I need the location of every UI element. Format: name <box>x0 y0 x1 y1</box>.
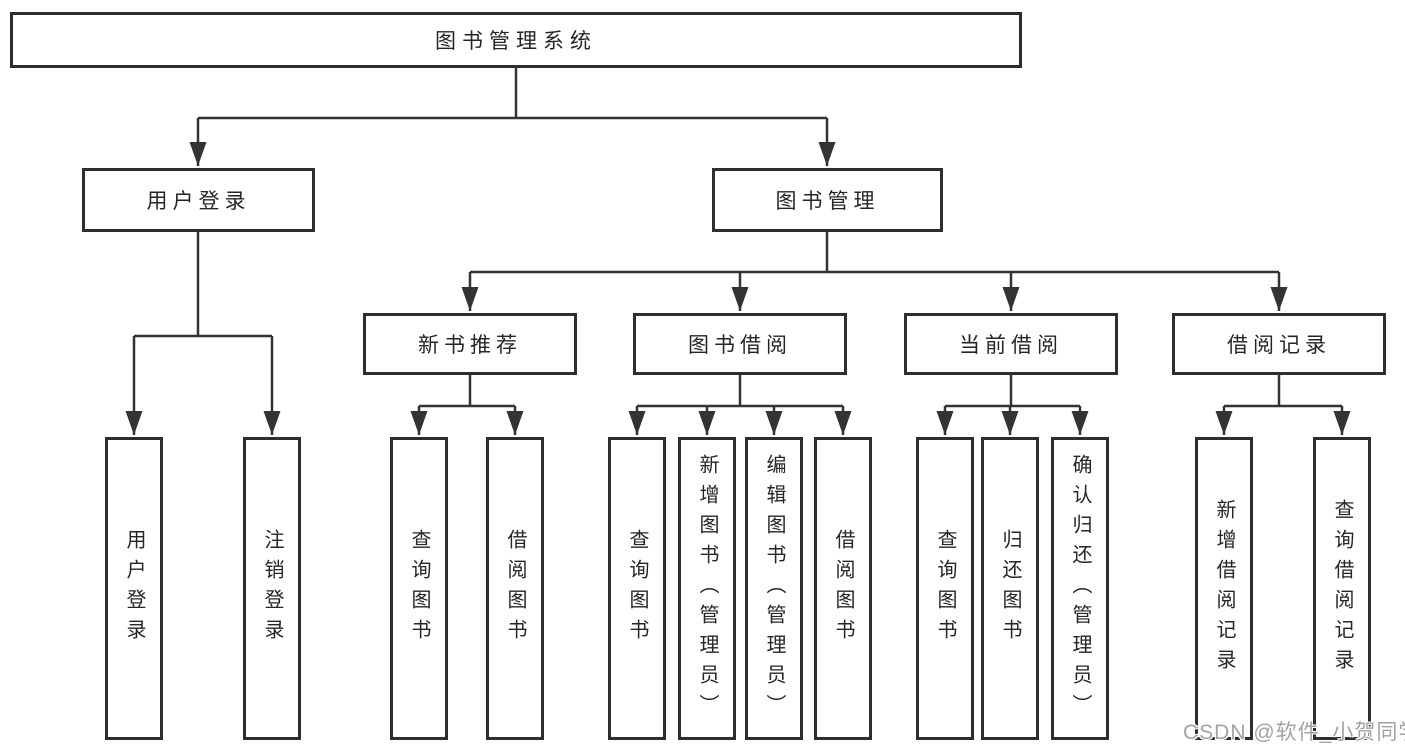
leaf-label: 查询借阅记录 <box>1331 498 1353 679</box>
node-label: 用户登录 <box>146 190 251 213</box>
leaf-label: 归还图书 <box>999 528 1021 649</box>
leaf-borrow-add-book-admin: 新增图书（管理员） <box>678 437 736 740</box>
leaf-label: 借阅图书 <box>832 528 854 649</box>
leaf-label: 借阅图书 <box>504 528 526 649</box>
connector-book-borrowing-to-leaves <box>628 375 852 435</box>
leaf-current-query-book: 查询图书 <box>916 437 974 740</box>
connector-current-borrowing-to-leaves <box>936 375 1089 435</box>
node-label: 借阅记录 <box>1227 334 1331 357</box>
leaf-borrow-edit-book-admin: 编辑图书（管理员） <box>745 437 803 740</box>
connector-borrowing-records-to-leaves <box>1215 375 1351 435</box>
connector-root-to-level2 <box>189 68 836 166</box>
leaf-records-query-record: 查询借阅记录 <box>1313 437 1371 740</box>
leaf-records-add-record: 新增借阅记录 <box>1195 437 1253 740</box>
connector-new-book-recommend-to-leaves <box>410 375 524 435</box>
leaf-logout: 注销登录 <box>243 437 301 740</box>
leaf-label: 查询图书 <box>934 528 956 649</box>
leaf-recommend-borrow-book: 借阅图书 <box>486 437 544 740</box>
node-book-borrowing: 图书借阅 <box>633 313 847 375</box>
node-current-borrowing: 当前借阅 <box>904 313 1118 375</box>
node-label: 新书推荐 <box>418 334 522 357</box>
node-user-login: 用户登录 <box>82 168 315 232</box>
leaf-current-return-book: 归还图书 <box>981 437 1039 740</box>
leaf-label: 新增图书（管理员） <box>696 453 718 724</box>
leaf-label: 编辑图书（管理员） <box>763 453 785 724</box>
leaf-current-confirm-return-admin: 确认归还（管理员） <box>1051 437 1109 740</box>
node-borrowing-records: 借阅记录 <box>1172 313 1386 375</box>
leaf-label: 查询图书 <box>408 528 430 649</box>
node-library-management-system: 图书管理系统 <box>10 12 1022 68</box>
node-book-management: 图书管理 <box>712 168 943 232</box>
leaf-recommend-query-book: 查询图书 <box>390 437 448 740</box>
leaf-label: 确认归还（管理员） <box>1069 453 1091 724</box>
leaf-label: 注销登录 <box>261 528 283 649</box>
node-new-book-recommend: 新书推荐 <box>363 313 577 375</box>
connector-user-login-to-leaves <box>125 232 281 435</box>
watermark: CSDN @软件_小贺同学 <box>1183 721 1405 744</box>
leaf-label: 用户登录 <box>123 528 145 649</box>
leaf-borrow-query-book: 查询图书 <box>608 437 666 740</box>
leaf-borrow-borrow-book: 借阅图书 <box>814 437 872 740</box>
connector-book-management-to-level3 <box>461 232 1288 311</box>
leaf-user-login: 用户登录 <box>105 437 163 740</box>
node-label: 图书管理系统 <box>435 30 597 53</box>
leaf-label: 新增借阅记录 <box>1213 498 1235 679</box>
leaf-label: 查询图书 <box>626 528 648 649</box>
node-label: 当前借阅 <box>959 334 1063 357</box>
node-label: 图书借阅 <box>688 334 792 357</box>
node-label: 图书管理 <box>775 190 880 213</box>
